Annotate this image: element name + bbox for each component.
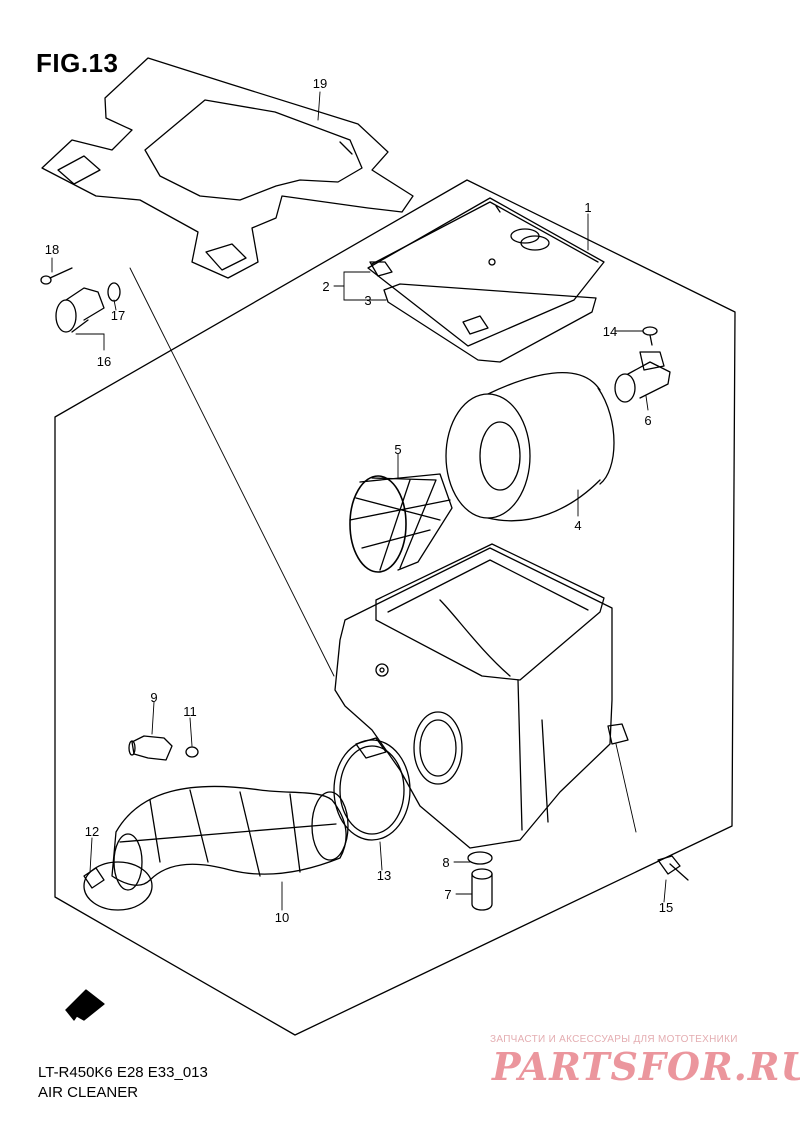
- filter-element-part-4: [445, 372, 615, 522]
- screw-part-18: [40, 267, 73, 285]
- callout-2: 2: [322, 279, 329, 294]
- callout-9: 9: [150, 690, 157, 705]
- clip-part-11: [185, 746, 199, 758]
- leader-lines: [51, 91, 667, 911]
- drain-plug-part-7: [471, 868, 493, 911]
- bolt-part-15: [657, 855, 689, 881]
- air-cleaner-cap-part-1: [367, 197, 605, 347]
- callout-11: 11: [183, 704, 197, 719]
- callout-12: 12: [85, 824, 99, 839]
- model-code: LT-R450K6 E28 E33_013: [38, 1064, 208, 1081]
- o-ring-part-17: [107, 282, 121, 302]
- callout-4: 4: [574, 518, 581, 533]
- callout-17: 17: [111, 308, 125, 323]
- callout-3: 3: [364, 293, 371, 308]
- clamp-part-12: [83, 861, 153, 911]
- callout-5: 5: [394, 442, 401, 457]
- breather-fitting-part-9: [128, 735, 173, 761]
- callout-18: 18: [45, 242, 59, 257]
- clamp-part-13: [333, 737, 411, 841]
- holder-part-6: [614, 351, 671, 403]
- callout-14: 14: [603, 324, 617, 339]
- callout-8: 8: [442, 855, 449, 870]
- fitting-part-16: [55, 287, 105, 333]
- callout-13: 13: [377, 868, 391, 883]
- callout-16: 16: [97, 354, 111, 369]
- assembly-outline-box: [54, 179, 736, 1036]
- clip-part-8: [467, 851, 493, 865]
- section-name: AIR CLEANER: [38, 1084, 139, 1101]
- cap-seal-part-3: [383, 283, 597, 363]
- intake-tube-part-10: [111, 785, 349, 891]
- callout-10: 10: [275, 910, 289, 925]
- watermark-logo: PARTSFOR.RU: [492, 1044, 800, 1089]
- air-cleaner-case: [334, 543, 629, 849]
- watermark-tagline: ЗАПЧАСТИ И АКСЕССУАРЫ ДЛЯ МОТОТЕХНИКИ: [490, 1034, 738, 1045]
- forward-arrow-icon: FWD: [65, 989, 105, 1021]
- gasket-plate-part-19: [41, 57, 414, 279]
- callout-6: 6: [644, 413, 651, 428]
- figure-title: FIG.13: [36, 48, 119, 78]
- filter-cage-part-5: [349, 473, 453, 573]
- screw-part-14: [642, 326, 658, 346]
- callout-labels: 1 2 3 4 5 6 7 8 9 10 11 12 13 14 15 16 1…: [45, 76, 673, 925]
- callout-7: 7: [444, 887, 451, 902]
- callout-19: 19: [313, 76, 327, 91]
- callout-15: 15: [659, 900, 673, 915]
- callout-1: 1: [584, 200, 591, 215]
